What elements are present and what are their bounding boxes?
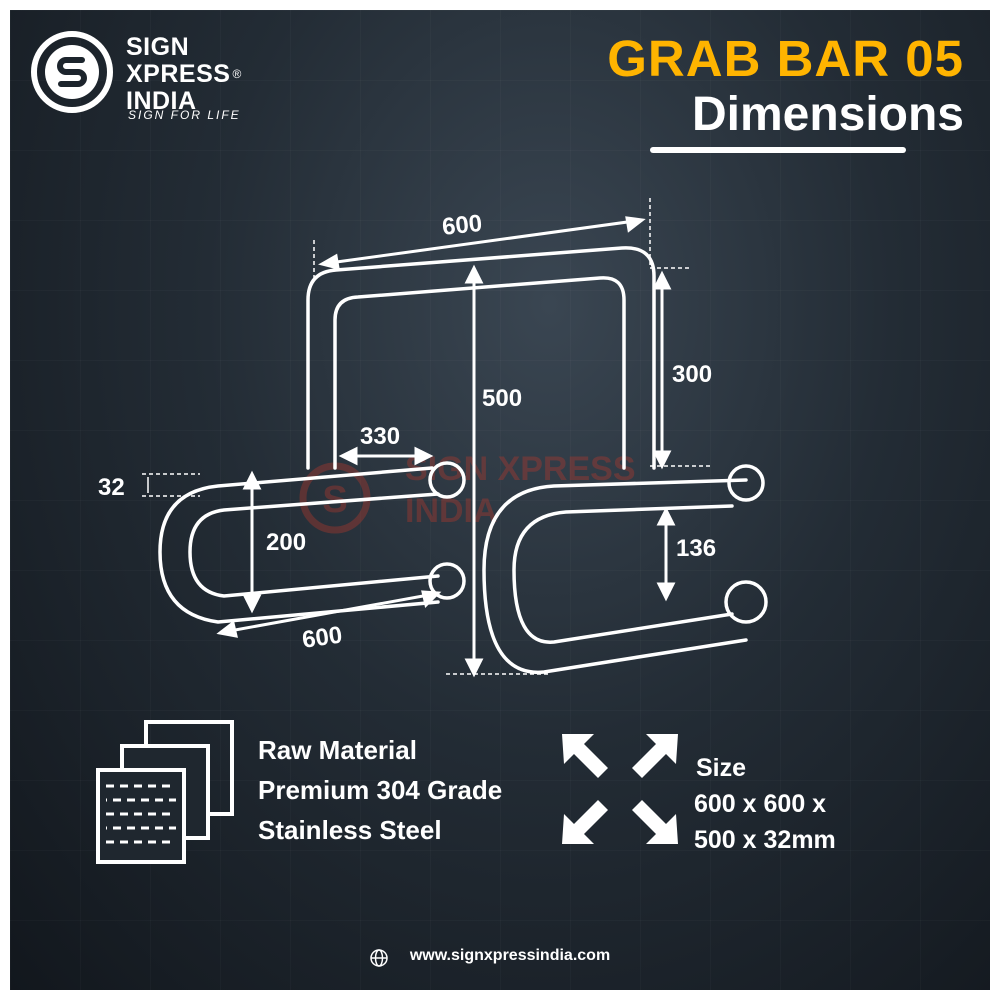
registered-mark: ® — [232, 67, 242, 81]
brand-line-2: XPRESS — [126, 60, 231, 88]
grab-bar-outline — [158, 246, 768, 674]
dim-overall-height: 500 — [482, 385, 522, 412]
dim-left-loop-height: 200 — [266, 529, 306, 556]
size-line-1: 600 x 600 x — [694, 790, 827, 818]
dimension-lines — [142, 198, 710, 678]
dim-inner-gap: 330 — [360, 423, 400, 450]
brand-line-3: INDIA — [126, 87, 197, 115]
website-link[interactable]: www.signxpressindia.com — [409, 947, 611, 964]
logo-s-icon — [31, 31, 113, 113]
size-info: Size 600 x 600 x 500 x 32mm — [694, 750, 836, 858]
dimension-labels: 600 500 300 330 32 200 600 136 — [98, 210, 716, 654]
material-line-3: Stainless Steel — [258, 815, 442, 845]
poster: SIGN XPRESS® INDIA SIGN FOR LIFE GRAB BA… — [10, 10, 990, 990]
steel-sheet-icon — [96, 720, 234, 864]
dim-bottom-width: 600 — [300, 621, 343, 653]
title-underline — [650, 147, 906, 153]
size-label: Size — [696, 754, 747, 782]
title-block: GRAB BAR 05 Dimensions — [607, 30, 964, 142]
watermark-line-1: SIGN XPRESS — [405, 450, 636, 488]
material-info: Raw Material Premium 304 Grade Stainless… — [258, 730, 502, 850]
globe-icon — [370, 949, 388, 967]
product-title: GRAB BAR 05 — [607, 30, 964, 87]
dim-right-loop-height: 136 — [676, 535, 716, 562]
product-subtitle: Dimensions — [691, 88, 964, 141]
material-line-2: Premium 304 Grade — [258, 775, 503, 805]
brand-line-1: SIGN — [126, 33, 190, 61]
brand-tagline: SIGN FOR LIFE — [128, 108, 241, 122]
watermark-line-2: INDIA — [405, 492, 498, 530]
footer: www.signxpressindia.com — [10, 947, 990, 965]
expand-arrows-icon — [562, 734, 678, 844]
grab-bar-drawing: S SIGN XPRESS INDIA — [96, 198, 768, 967]
brand-name: SIGN XPRESS® INDIA — [126, 34, 242, 115]
dim-tube-diameter: 32 — [98, 474, 125, 501]
dim-top-width: 600 — [441, 210, 484, 241]
brand-logo[interactable]: SIGN XPRESS® INDIA — [30, 28, 270, 128]
dim-side-height: 300 — [672, 361, 712, 388]
size-line-2: 500 x 32mm — [694, 826, 836, 854]
material-line-1: Raw Material — [258, 735, 417, 765]
